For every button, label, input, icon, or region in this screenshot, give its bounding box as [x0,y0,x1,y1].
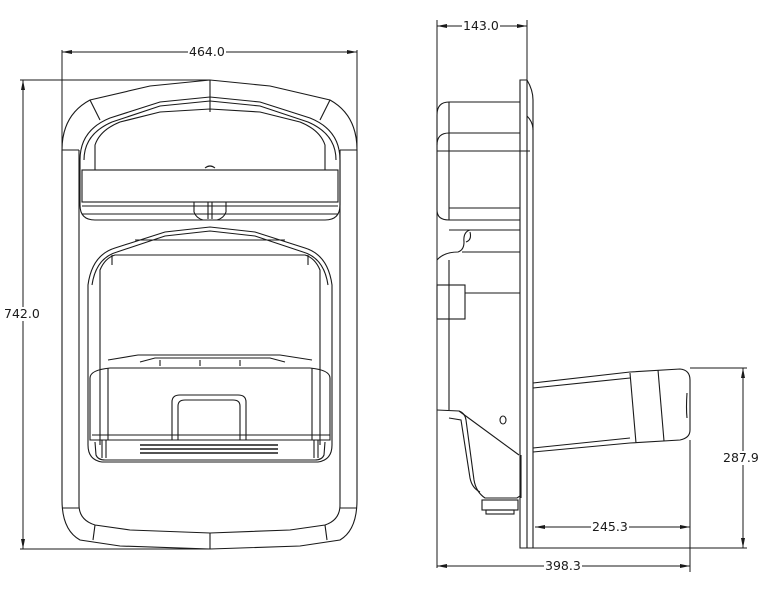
front-view [20,50,358,550]
dimension-handle-reach [535,440,691,572]
dimension-front-width [61,50,358,180]
dimension-handle-height [533,367,747,549]
side-top-depth-label: 143.0 [462,18,500,33]
handle-reach-label: 245.3 [591,519,629,534]
front-width-label: 464.0 [188,44,226,59]
handle-height-label: 287.9 [722,450,760,465]
dimension-front-height [20,79,210,550]
total-depth-label: 398.3 [544,558,582,573]
front-height-label: 742.0 [3,306,41,321]
side-view [436,20,747,572]
